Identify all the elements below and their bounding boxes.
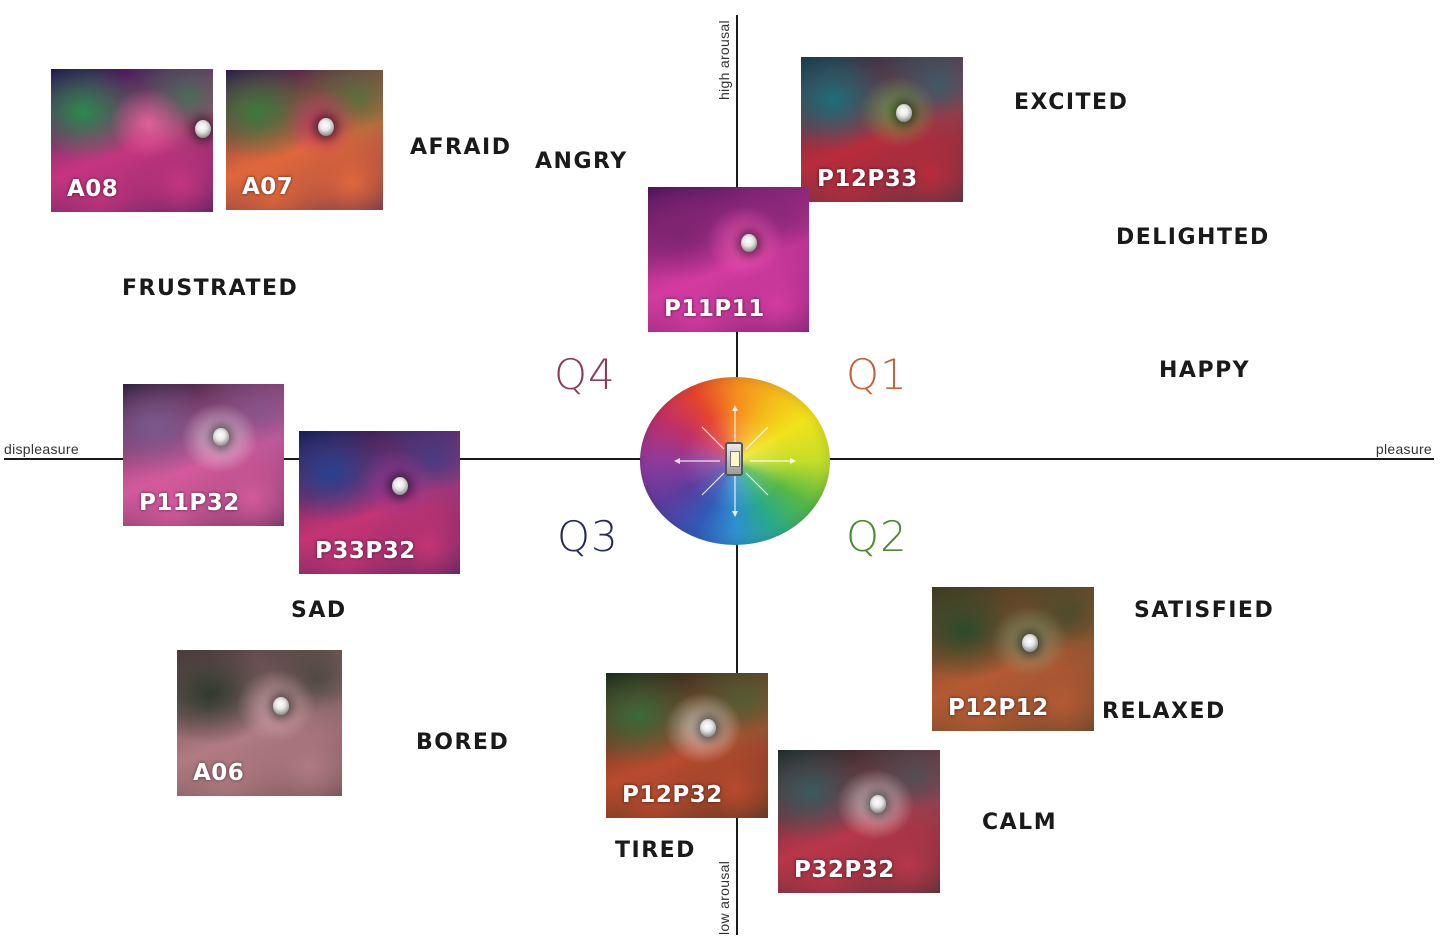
thumbnail-caption: P11P32 xyxy=(139,490,240,516)
thumbnail-caption: P32P32 xyxy=(794,857,895,883)
thumbnail-caption: P11P11 xyxy=(664,296,765,322)
thumbnail-a07: A07 xyxy=(226,70,383,210)
thumbnail-caption: A07 xyxy=(242,174,294,200)
emotion-label-angry: ANGRY xyxy=(535,149,628,174)
axis-label-high-arousal: high arousal xyxy=(716,20,732,100)
thumbnail-p12p12: P12P12 xyxy=(932,587,1094,731)
emotion-label-delighted: DELIGHTED xyxy=(1116,225,1270,250)
emotion-label-afraid: AFRAID xyxy=(410,135,512,160)
thumbnail-caption: A06 xyxy=(193,760,245,786)
emotion-label-frustrated: FRUSTRATED xyxy=(122,276,299,301)
eye-highlight xyxy=(870,795,886,813)
eye-highlight xyxy=(700,719,716,737)
thumbnail-caption: P33P32 xyxy=(315,538,416,564)
thumbnail-caption: A08 xyxy=(67,176,119,202)
quadrant-label-q1: Q1 xyxy=(846,350,908,399)
thumbnail-p12p32: P12P32 xyxy=(606,673,768,818)
wheel-arrows-icon xyxy=(674,405,796,517)
thumbnail-p11p11: P11P11 xyxy=(648,187,809,332)
thumbnail-painting xyxy=(778,750,940,893)
thumbnail-painting xyxy=(801,57,963,202)
lantern-device-icon xyxy=(725,442,743,476)
thumbnail-painting xyxy=(648,187,809,332)
eye-highlight xyxy=(1022,634,1038,652)
thumbnail-painting xyxy=(123,384,284,526)
emotion-label-tired: TIRED xyxy=(615,838,696,863)
eye-highlight xyxy=(741,234,757,252)
eye-highlight xyxy=(896,104,912,122)
emotion-label-bored: BORED xyxy=(416,730,510,755)
eye-highlight xyxy=(195,120,211,138)
emotion-label-calm: CALM xyxy=(982,810,1058,835)
quadrant-label-q2: Q2 xyxy=(846,512,908,561)
thumbnail-caption: P12P12 xyxy=(948,695,1049,721)
emotion-label-excited: EXCITED xyxy=(1014,90,1129,115)
emotion-label-happy: HAPPY xyxy=(1159,358,1251,383)
axis-label-displeasure: displeasure xyxy=(4,441,79,457)
eye-highlight xyxy=(318,118,334,136)
thumbnail-a06: A06 xyxy=(177,650,342,796)
axis-label-pleasure: pleasure xyxy=(1375,441,1432,457)
thumbnail-p32p32: P32P32 xyxy=(778,750,940,893)
thumbnail-p12p33: P12P33 xyxy=(801,57,963,202)
thumbnail-painting xyxy=(51,69,213,212)
axis-label-low-arousal: low arousal xyxy=(716,860,732,935)
thumbnail-caption: P12P32 xyxy=(622,782,723,808)
thumbnail-painting xyxy=(299,431,460,574)
emotion-label-satisfied: SATISFIED xyxy=(1134,598,1275,623)
emotion-label-sad: SAD xyxy=(291,598,347,623)
thumbnail-painting xyxy=(177,650,342,796)
emotion-label-relaxed: RELAXED xyxy=(1102,699,1226,724)
thumbnail-caption: P12P33 xyxy=(817,166,918,192)
eye-highlight xyxy=(213,428,229,446)
thumbnail-painting xyxy=(606,673,768,818)
quadrant-label-q3: Q3 xyxy=(557,512,619,561)
thumbnail-painting xyxy=(226,70,383,210)
eye-highlight xyxy=(273,697,289,715)
thumbnail-painting xyxy=(932,587,1094,731)
quadrant-label-q4: Q4 xyxy=(554,350,616,399)
eye-highlight xyxy=(392,477,408,495)
thumbnail-a08: A08 xyxy=(51,69,213,212)
thumbnail-p33p32: P33P32 xyxy=(299,431,460,574)
thumbnail-p11p32: P11P32 xyxy=(123,384,284,526)
